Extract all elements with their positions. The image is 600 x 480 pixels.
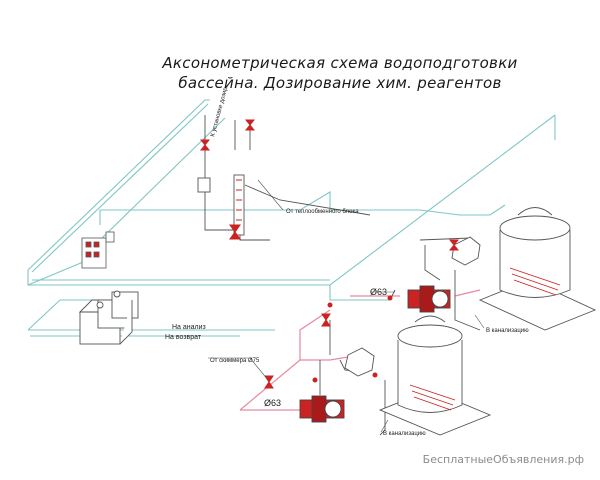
dosing-tanks [78,290,139,345]
label-from-heat-exchanger: От теплообменного блока [286,209,359,215]
heat-exchanger-column [197,174,245,236]
diagram-title-line-2: бассейна. Дозирование хим. реагентов [178,74,502,92]
filter-tank-center [378,315,492,436]
label-from-skimmer: От скиммера Ø75 [210,358,260,364]
label-to-dosing-unit: К установке дозир. [210,85,229,138]
distribution-head-center [344,347,375,377]
valves [199,119,460,389]
pump-upper [407,285,451,313]
label-pipe-d63-bottom: Ø63 [264,398,281,408]
label-to-analysis: На анализ [172,324,206,331]
diagram-title-line-1: Аксонометрическая схема водоподготовки [162,54,518,72]
filter-tank-right [478,207,597,331]
label-leaders [208,179,485,433]
label-to-sewer-bottom: В канализацию [383,431,426,437]
pump-lower [299,395,345,423]
label-return: На возврат [165,334,202,341]
label-to-sewer-right: В канализацию [486,328,529,334]
control-panel [81,231,115,269]
watermark: БесплатныеОбъявления.рф [422,453,584,466]
